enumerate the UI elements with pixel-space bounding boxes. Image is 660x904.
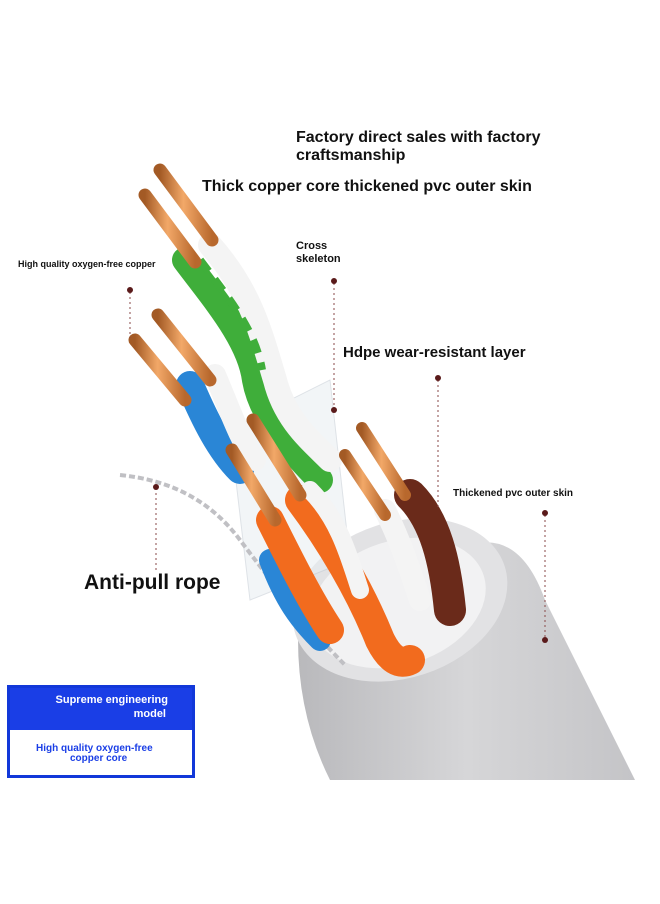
model-subtitle-line1: High quality oxygen-free xyxy=(36,743,153,754)
brown-wire-pair xyxy=(339,422,466,626)
model-subtitle-line2: copper core xyxy=(70,753,128,764)
cross-skeleton-label-line1: Cross xyxy=(296,240,328,252)
model-title-line2: model xyxy=(133,708,166,720)
hdpe-layer-label: Hdpe wear-resistant layer xyxy=(343,344,526,361)
model-title-band: Supreme engineering model xyxy=(10,688,192,730)
headline-line1: Factory direct sales with factory xyxy=(296,129,541,146)
thick-copper-label: Thick copper core thickened pvc outer sk… xyxy=(202,178,532,195)
cross-skeleton-label-line2: skeleton xyxy=(296,253,341,265)
model-info-box: Supreme engineering model High quality o… xyxy=(7,685,195,778)
anti-pull-rope-label: Anti-pull rope xyxy=(84,571,221,594)
orange-wire-pair xyxy=(225,413,425,677)
callout-markers xyxy=(127,278,548,643)
headline-line2: craftsmanship xyxy=(296,147,406,164)
copper-quality-label: High quality oxygen-free copper xyxy=(18,259,156,269)
callout-leaders xyxy=(129,283,546,640)
green-wire-pair xyxy=(172,233,342,493)
pvc-skin-label: Thickened pvc outer skin xyxy=(453,488,574,499)
copper-conductors-top xyxy=(138,163,219,269)
model-title-line1: Supreme engineering xyxy=(55,694,168,706)
